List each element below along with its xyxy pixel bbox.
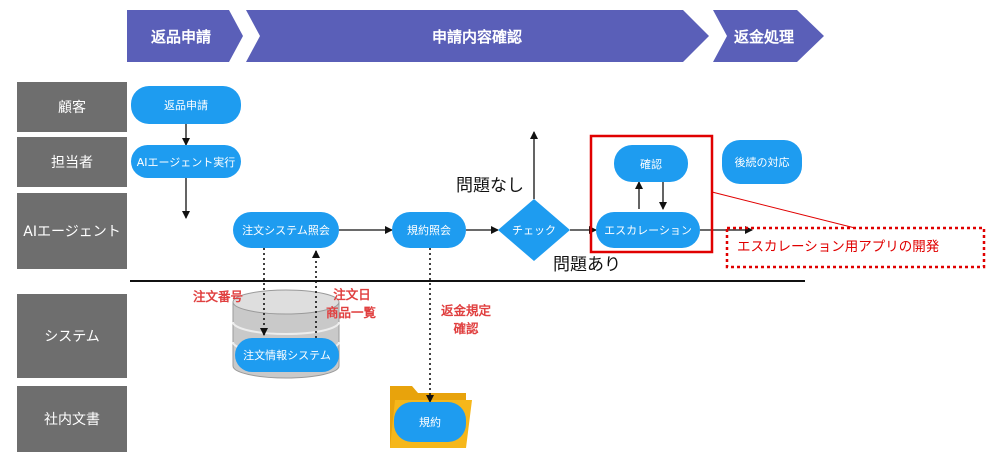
node-check[interactable]: チェック — [512, 224, 556, 237]
node-escalation[interactable]: エスカレーション — [596, 212, 700, 248]
phase-label-return-request: 返品申請 — [150, 27, 211, 46]
node-confirm[interactable]: 確認 — [614, 145, 688, 182]
label-problem: 問題あり — [553, 255, 621, 275]
label-refund-rule-confirm: 確認 — [453, 321, 479, 336]
node-policy-check[interactable]: 規約照会 — [392, 212, 466, 248]
phase-chevron-1 — [127, 10, 243, 62]
callout-box — [725, 226, 986, 269]
label-no-problem: 問題なし — [456, 176, 524, 196]
lane-internal-docs: 社内文書 — [17, 386, 127, 452]
phase-label-review: 申請内容確認 — [431, 27, 522, 46]
phase-chevron-3 — [713, 10, 824, 62]
callout-text: エスカレーション用アプリの開発 — [737, 239, 940, 255]
label-order-date: 注文日 — [333, 287, 371, 302]
label-order-number: 注文番号 — [192, 289, 243, 304]
lane-customer: 顧客 — [17, 82, 127, 132]
label-product-list: 商品一覧 — [325, 305, 376, 320]
phase-chevron-2 — [246, 10, 709, 62]
node-order-system-query[interactable]: 注文システム照会 — [233, 212, 339, 248]
escalation-highlight-box — [589, 134, 714, 254]
node-order-info-system[interactable]: 注文情報システム — [235, 338, 339, 372]
node-policy-doc[interactable]: 規約 — [394, 402, 466, 442]
node-follow-up[interactable]: 後続の対応 — [722, 140, 802, 184]
node-return-request[interactable]: 返品申請 — [131, 86, 241, 124]
lane-staff: 担当者 — [17, 137, 127, 187]
label-refund-rule: 返金規定 — [440, 303, 491, 318]
node-ai-agent-run[interactable]: AIエージェント実行 — [131, 145, 241, 178]
lane-system: システム — [17, 294, 127, 378]
phase-label-refund: 返金処理 — [733, 27, 794, 46]
lane-ai-agent: AIエージェント — [17, 193, 127, 269]
check-diamond — [498, 199, 570, 261]
